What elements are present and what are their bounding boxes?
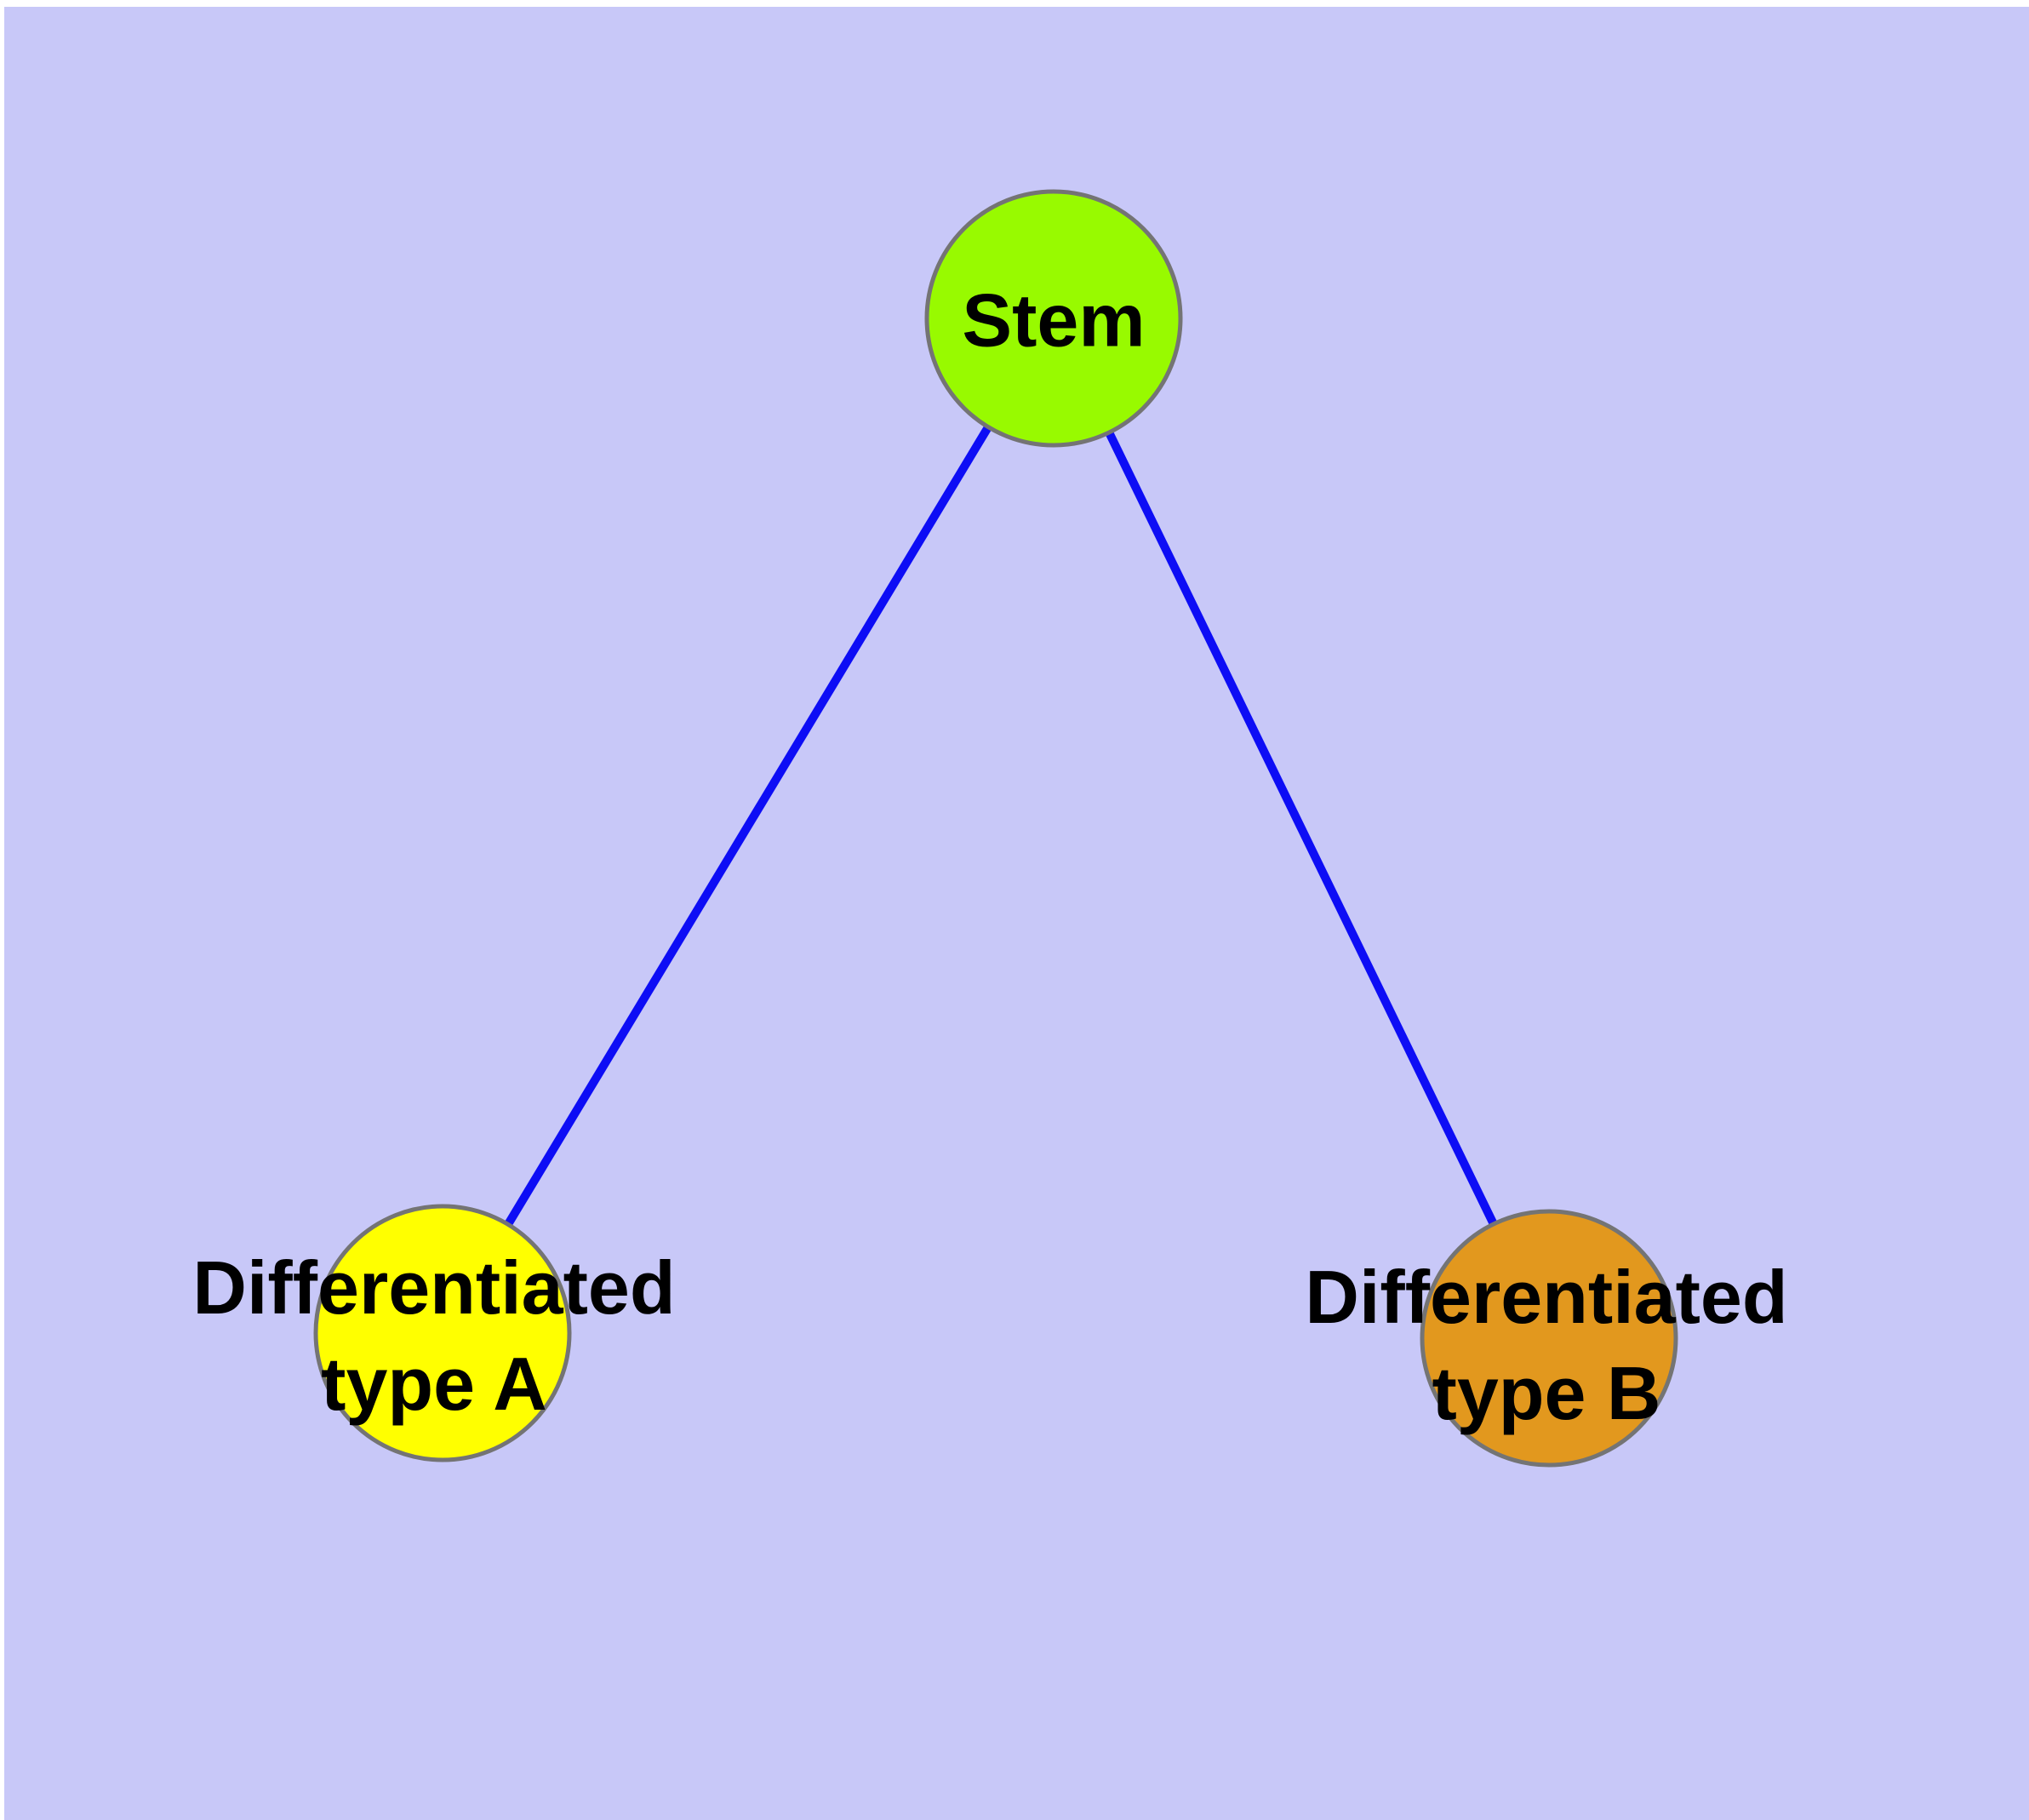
stem-node-label-text: Stem — [962, 278, 1146, 363]
type-a-node-label-line1: Differentiated — [192, 1245, 676, 1330]
type-b-node-label-line1: Differentiated — [1305, 1255, 1788, 1339]
type-a-node-circle — [313, 1204, 572, 1462]
type-b-node-label-line2: type B — [1432, 1351, 1661, 1435]
stem-node-label: Stem — [962, 272, 1145, 369]
edge-stem-to-type-b — [1049, 316, 1553, 1341]
type-b-node-circle — [1420, 1209, 1678, 1468]
type-a-node-label-line2: type A — [321, 1342, 547, 1426]
stem-node-circle — [924, 189, 1183, 448]
type-a-node-label: Differentiated type A — [192, 1239, 675, 1432]
type-b-node-label: Differentiated type B — [1305, 1249, 1787, 1441]
edge-stem-to-type-a — [438, 316, 1058, 1336]
